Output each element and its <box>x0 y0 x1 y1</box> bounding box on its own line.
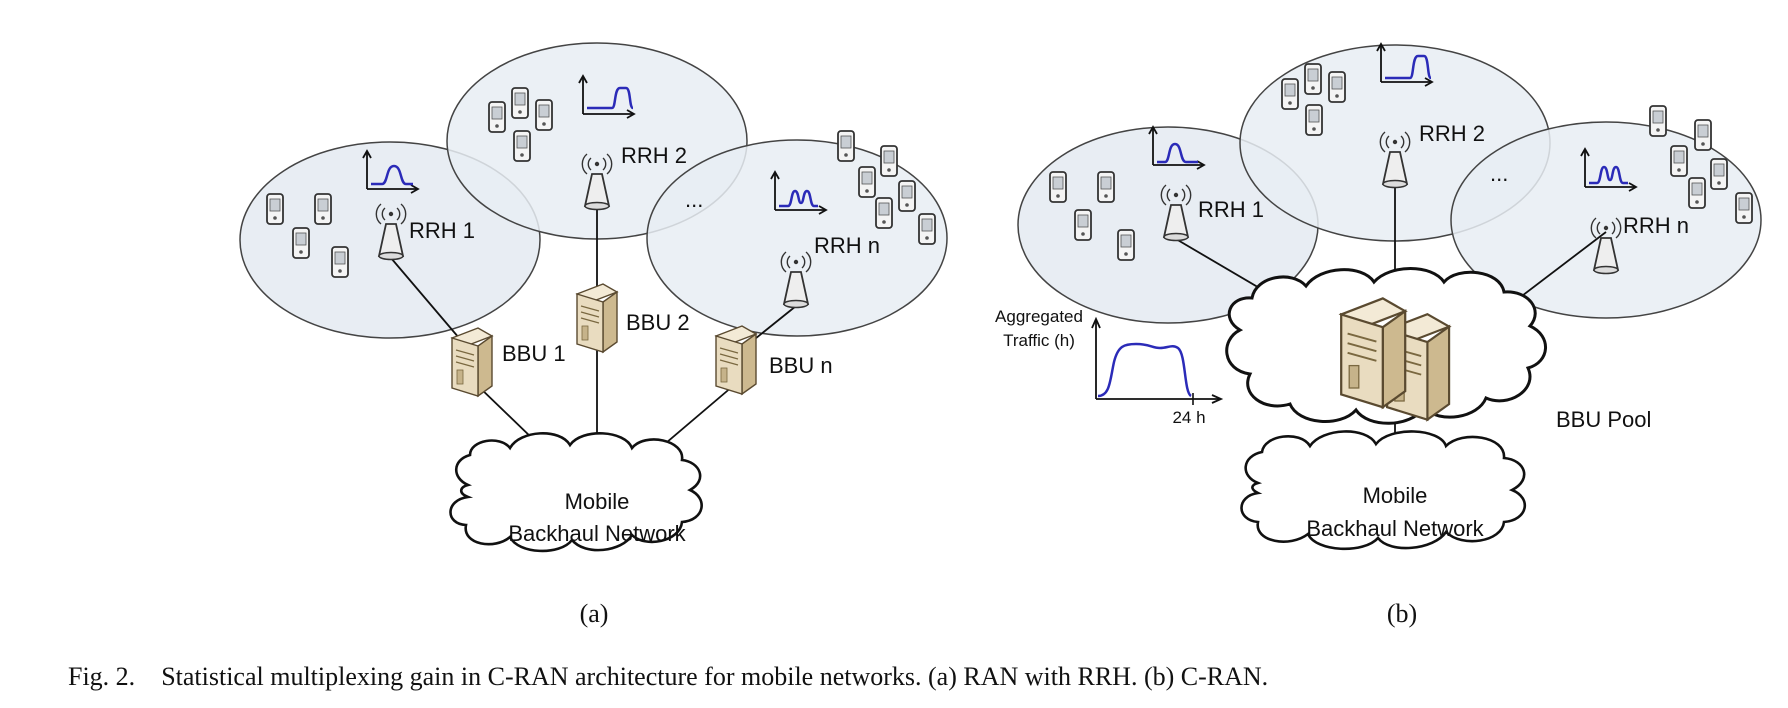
bbu-label: BBU 1 <box>502 341 566 366</box>
phone-icon <box>488 101 506 133</box>
phone-icon <box>292 227 310 259</box>
panel-b-sublabel: (b) <box>1387 599 1417 628</box>
phone-icon <box>858 166 876 198</box>
server-icon <box>715 325 757 395</box>
backhaul-cloud <box>1240 430 1527 551</box>
rrh-label: RRH n <box>814 233 880 258</box>
phone-icon <box>880 145 898 177</box>
phone-icon <box>1710 158 1728 190</box>
phone-icon <box>875 197 893 229</box>
traffic-chart-rrh-1 <box>362 150 419 194</box>
phone-icon <box>918 213 936 245</box>
rrh-label: RRH 1 <box>1198 197 1264 222</box>
server-icon <box>576 283 618 353</box>
phone-icon <box>331 246 349 278</box>
phone-icon <box>1670 145 1688 177</box>
phone-icon <box>1049 171 1067 203</box>
phone-icon <box>535 99 553 131</box>
phone-icon <box>1281 78 1299 110</box>
phone-icon <box>1649 105 1667 137</box>
phone-icon <box>1688 177 1706 209</box>
phone-icon <box>1305 104 1323 136</box>
rrh-label: RRH 2 <box>621 143 687 168</box>
server-icon <box>451 327 493 397</box>
rrh-label: RRH 2 <box>1419 121 1485 146</box>
traffic-title-line-1: Aggregated <box>995 307 1083 326</box>
panel-b: RRH 1 RRH 2 RRH n ... BBU Pool Aggregate… <box>995 43 1762 628</box>
traffic-x-label: 24 h <box>1172 408 1205 427</box>
phone-icon <box>513 130 531 162</box>
phone-icon <box>1304 63 1322 95</box>
caption-text: Statistical multiplexing gain in C-RAN a… <box>161 662 1269 691</box>
traffic-chart-rrh-n <box>770 171 827 215</box>
ellipsis-label: ... <box>685 187 703 212</box>
traffic-chart-rrh-n <box>1580 148 1637 192</box>
rrh-label: RRH 1 <box>409 218 475 243</box>
ellipsis-label: ... <box>1490 161 1508 186</box>
phone-icon <box>1074 209 1092 241</box>
phone-icon <box>1735 192 1753 224</box>
server-icon <box>1340 297 1407 409</box>
backhaul-cloud <box>449 432 703 553</box>
bbu-pool-label: BBU Pool <box>1556 407 1651 432</box>
caption-label: Fig. 2. <box>68 662 136 691</box>
panel-a: RRH 1 RRH 2 RRH n ... BBU 1 BBU 2 BBU n … <box>239 42 948 628</box>
phone-icon <box>1694 119 1712 151</box>
bbu-label: BBU n <box>769 353 833 378</box>
traffic-chart-rrh-1 <box>1148 126 1205 170</box>
phone-icon <box>266 193 284 225</box>
traffic-chart-rrh-2 <box>1376 43 1433 87</box>
phone-icon <box>1097 171 1115 203</box>
aggregated-traffic-chart: Aggregated Traffic (h) 24 h <box>995 307 1224 427</box>
cloud-line-1: Mobile <box>565 489 630 514</box>
cloud-line-2: Backhaul Network <box>1306 516 1484 541</box>
traffic-chart-rrh-2 <box>578 75 635 119</box>
phone-icon <box>314 193 332 225</box>
cloud-line-2: Backhaul Network <box>508 521 686 546</box>
rrh-label: RRH n <box>1623 213 1689 238</box>
phone-icon <box>1117 229 1135 261</box>
bbu-label: BBU 2 <box>626 310 690 335</box>
figure-caption: Fig. 2. Statistical multiplexing gain in … <box>68 662 1768 696</box>
cloud-line-1: Mobile <box>1363 483 1428 508</box>
phone-icon <box>837 130 855 162</box>
phone-icon <box>511 87 529 119</box>
panel-a-sublabel: (a) <box>580 599 609 628</box>
phone-icon <box>1328 71 1346 103</box>
traffic-title-line-2: Traffic (h) <box>1003 331 1075 350</box>
phone-icon <box>898 180 916 212</box>
